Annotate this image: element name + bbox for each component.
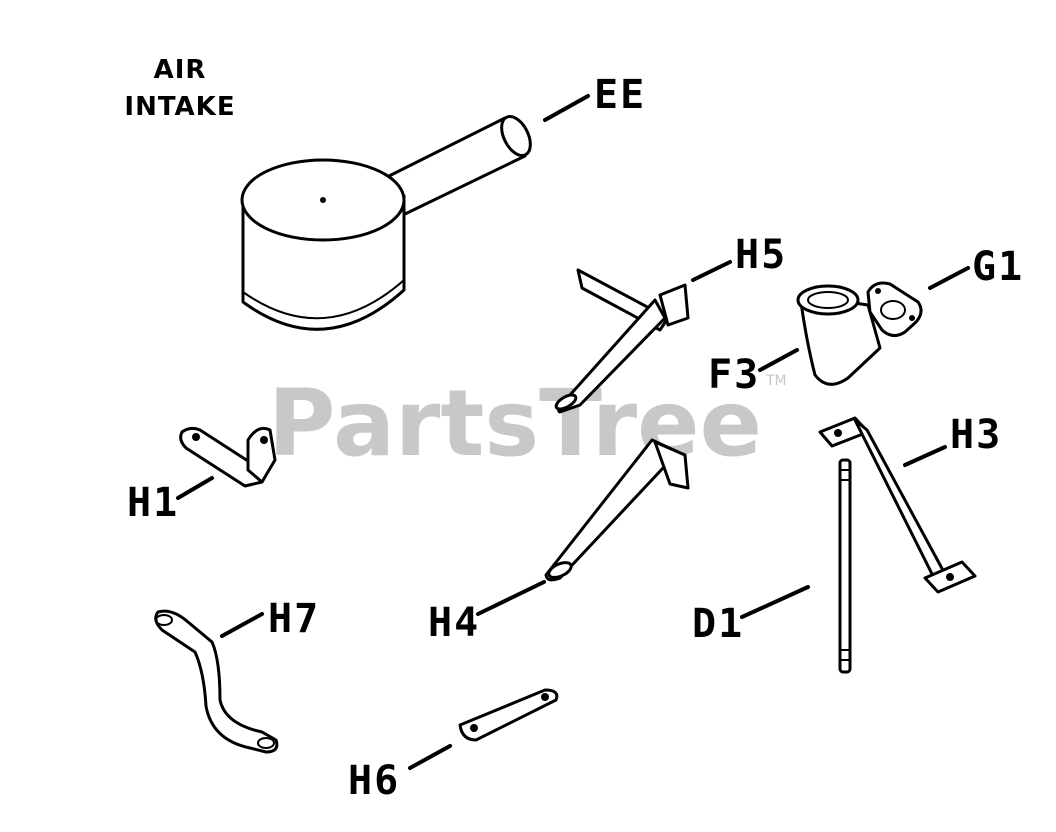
callout-ee: EE <box>594 72 646 118</box>
callout-g1: G1 <box>972 244 1024 290</box>
plate-h6-part <box>458 688 559 742</box>
callout-h4: H4 <box>428 600 480 646</box>
callout-h7: H7 <box>268 596 320 642</box>
leader-ee <box>543 94 590 122</box>
stud-d1-part <box>838 458 852 674</box>
callout-d1: D1 <box>692 601 744 647</box>
leader-g1 <box>928 266 970 290</box>
callout-h3: H3 <box>950 412 1002 458</box>
callout-h5: H5 <box>735 232 787 278</box>
bracket-h1-part <box>179 426 277 488</box>
watermark-tm: TM <box>765 373 787 389</box>
title-line-1: AIR <box>154 55 207 85</box>
bracket-h3-part <box>818 416 977 594</box>
elbow-f3-part <box>796 284 882 386</box>
watermark-text: PartsTree <box>268 370 762 477</box>
leader-d1 <box>740 585 810 619</box>
callout-h1: H1 <box>127 480 179 526</box>
leader-f3 <box>758 348 799 372</box>
leader-h3 <box>903 445 947 467</box>
air-intake-part <box>240 115 532 331</box>
leader-h4 <box>476 580 546 616</box>
leader-h5 <box>691 260 732 282</box>
leader-h7 <box>220 612 264 638</box>
callout-f3: F3 <box>708 352 760 398</box>
bracket-h4-part <box>544 438 690 582</box>
strap-h7-part <box>154 609 279 754</box>
leader-h6 <box>408 744 452 770</box>
leader-h1 <box>176 476 214 500</box>
title-line-2: INTAKE <box>124 92 235 122</box>
bracket-h5-part <box>554 268 690 414</box>
callout-h6: H6 <box>348 758 400 804</box>
gasket-g1-part <box>866 281 923 337</box>
